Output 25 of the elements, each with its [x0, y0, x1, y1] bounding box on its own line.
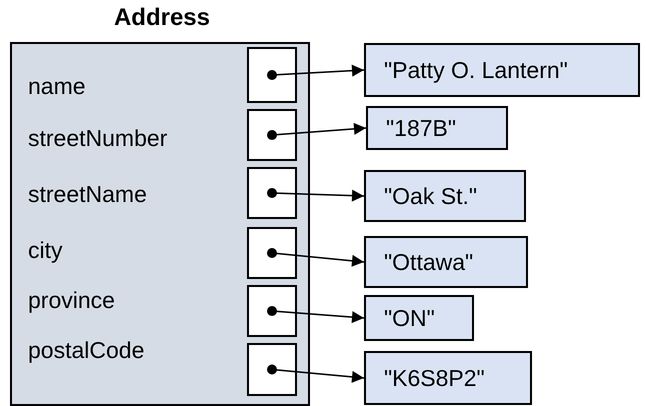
- field-name: streetNumber: [28, 125, 168, 152]
- arrow: [267, 64, 364, 80]
- value-box: "K6S8P2": [364, 351, 532, 405]
- arrow: [267, 248, 364, 267]
- value-box: "ON": [364, 295, 474, 341]
- arrow: [267, 364, 364, 383]
- arrow: [267, 306, 364, 324]
- field-name: streetName: [28, 181, 147, 208]
- reference-slot: [247, 47, 297, 103]
- value-box: "Patty O. Lantern": [364, 43, 640, 97]
- reference-slot: [247, 109, 297, 161]
- arrow: [267, 188, 364, 202]
- reference-slot: [247, 227, 297, 279]
- field-name: province: [28, 287, 115, 314]
- field-name: postalCode: [28, 337, 144, 364]
- value-box: "Oak St.": [364, 170, 526, 222]
- field-name: city: [28, 237, 62, 264]
- reference-slot: [247, 343, 297, 396]
- arrow: [267, 122, 366, 140]
- reference-slot: [247, 167, 297, 219]
- value-box: "Ottawa": [364, 236, 528, 288]
- value-box: "187B": [366, 106, 508, 150]
- object-title: Address: [112, 4, 212, 32]
- reference-slot: [247, 285, 297, 337]
- field-name: name: [28, 73, 86, 100]
